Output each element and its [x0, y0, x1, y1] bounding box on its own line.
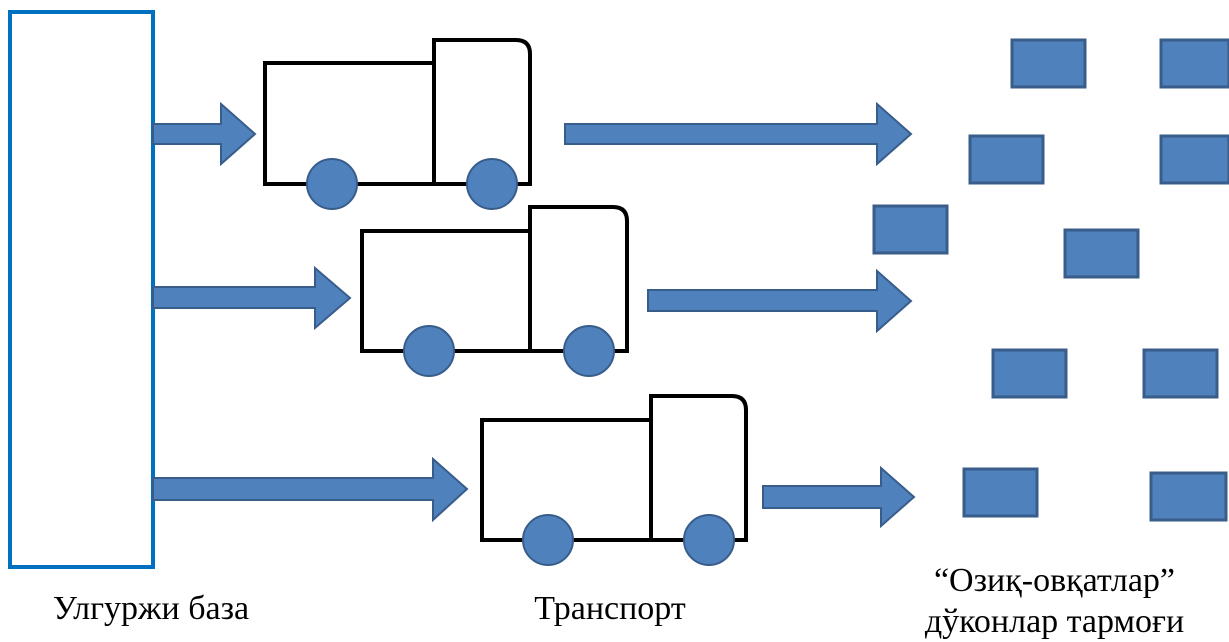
store-network-label-line-1: “Озиқ-овқатлар” — [933, 562, 1176, 599]
arrow-base-to-truck-1 — [152, 101, 257, 167]
arrow-truck-1-to-stores — [564, 101, 913, 167]
store-icon — [991, 348, 1068, 399]
store-icon — [962, 467, 1039, 518]
arrow-base-to-truck-3 — [152, 456, 469, 523]
truck-2-cab — [528, 205, 629, 353]
store-network — [872, 38, 1229, 522]
truck-icon — [263, 38, 532, 210]
store-network-label: “Озиқ-овқатлар” дўконлар тармоғи — [880, 560, 1229, 642]
truck-3-wheel-front — [522, 514, 574, 566]
truck-3-wheel-rear — [683, 514, 735, 566]
truck-icon — [480, 394, 748, 566]
store-icon — [968, 134, 1045, 185]
store-icon — [1063, 228, 1140, 279]
truck-icon — [360, 205, 629, 377]
truck-1-cargo — [263, 61, 436, 186]
truck-2-wheel-rear — [563, 325, 615, 377]
arrow-base-to-truck-2 — [152, 265, 352, 331]
arrow-truck-2-to-stores — [647, 268, 913, 334]
store-icon — [1010, 38, 1087, 89]
truck-3-cab — [649, 394, 748, 542]
wholesale-base-box — [8, 10, 155, 569]
truck-1-wheel-rear — [466, 158, 518, 210]
store-network-label-line-2: дўконлар тармоғи — [924, 603, 1185, 640]
wholesale-base-label: Улгуржи база — [52, 590, 250, 627]
transport-label: Транспорт — [534, 590, 686, 627]
store-icon — [1159, 38, 1229, 89]
truck-1-cab — [432, 38, 532, 186]
store-icon — [1159, 134, 1229, 185]
store-icon — [872, 204, 949, 255]
arrow-truck-3-to-stores — [762, 465, 916, 529]
truck-1-wheel-front — [306, 158, 358, 210]
truck-2-wheel-front — [403, 325, 455, 377]
store-icon — [1149, 471, 1228, 522]
store-icon — [1142, 348, 1219, 399]
